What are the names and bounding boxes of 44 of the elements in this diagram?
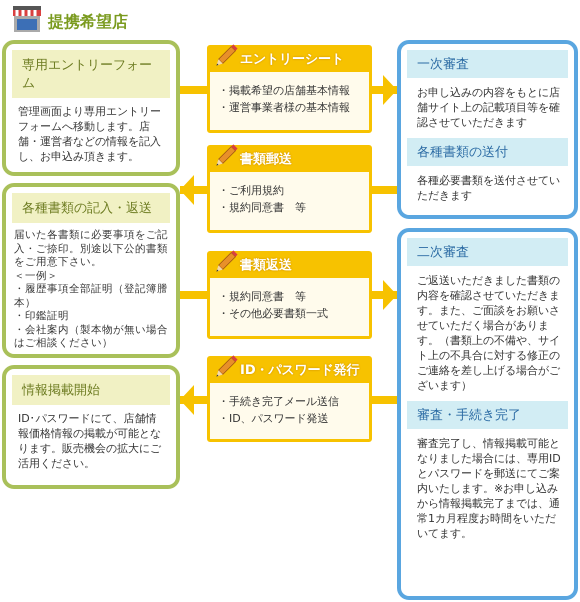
arrow: [372, 75, 397, 105]
bullet-item: ・規約同意書 等: [217, 289, 307, 305]
body-text: 届いた各書類に必要事項をご記入・ご捺印。別途以下公的書類をご用意下さい。: [13, 229, 169, 270]
body-text: 各種必要書類を送付させていただきます: [416, 173, 561, 204]
review-panel: [397, 228, 578, 600]
document-card: [207, 356, 372, 442]
body-text: 審査完了し、情報掲載可能となりました場合には、専用IDとパスワードを郵送にてご案内いたします。※お申し込みから情報掲載完了までは、通常1カ月程度お時間をいただいてます。: [416, 436, 562, 542]
step-card: [2, 365, 180, 489]
step-heading: 各種書類の記入・返送: [12, 193, 170, 223]
card-header: 書類返送: [210, 254, 369, 278]
body-text: ・印鑑証明: [13, 310, 70, 324]
body-text: ID･パスワードにて、店舗情報価格情報の掲載が可能となります。販売機会の拡大にご活用ください。: [17, 411, 162, 471]
bullet-item: ・ご利用規約: [217, 183, 285, 199]
card-header: ID・パスワード発行: [210, 359, 369, 383]
card-header: エントリーシート: [210, 48, 369, 72]
card-header: 書類郵送: [210, 148, 369, 172]
body-text: お申し込みの内容をもとに店舗サイト上の記載項目等を確認させていただきます: [416, 85, 561, 131]
bullet-item: ・その他必要書類一式: [217, 306, 329, 322]
step-heading: 専用エントリーフォーム: [12, 50, 170, 98]
section-heading: 各種書類の送付: [407, 138, 568, 166]
arrow: [180, 175, 207, 205]
column-heading: 提携希望店: [48, 12, 128, 33]
bullet-item: ・掲載希望の店舗基本情報: [217, 83, 351, 99]
body-text: ・会社案内（製本物が無い場合はご相談ください）: [13, 324, 169, 350]
review-panel: [397, 40, 578, 219]
step-card: [2, 183, 180, 358]
section-heading: 審査・手続き完了: [407, 401, 568, 429]
section-heading: 二次審査: [407, 238, 568, 266]
arrow: [372, 280, 397, 310]
document-card: [207, 45, 372, 133]
bullet-item: ・規約同意書 等: [217, 200, 307, 216]
body-text: ＜一例＞: [13, 270, 59, 283]
bullet-item: ・運営事業者様の基本情報: [217, 100, 351, 116]
body-text: ご返送いただきました書類の内容を確認させていただきます。また、ご面談をお願いさせていただく場合があります。（書類上の不備や、サイト上の不具合に対する修正のご連絡を差し上げる場合がございます）: [416, 273, 561, 394]
document-card: [207, 145, 372, 233]
section-heading: 一次審査: [407, 50, 568, 78]
body-text: 管理画面より専用エントリーフォームへ移動します。店舗・運営者などの情報を記入し、お申込み頂きます。: [17, 104, 162, 164]
bullet-item: ・手続き完了メール送信: [217, 394, 340, 410]
arrow: [180, 385, 207, 415]
bullet-item: ・ID、パスワード発送: [217, 411, 330, 427]
body-text: ・履歴事項全部証明（登記簿謄本）: [13, 283, 169, 310]
step-heading: 情報掲載開始: [12, 375, 170, 405]
step-card: [2, 40, 180, 176]
document-card: [207, 251, 372, 339]
